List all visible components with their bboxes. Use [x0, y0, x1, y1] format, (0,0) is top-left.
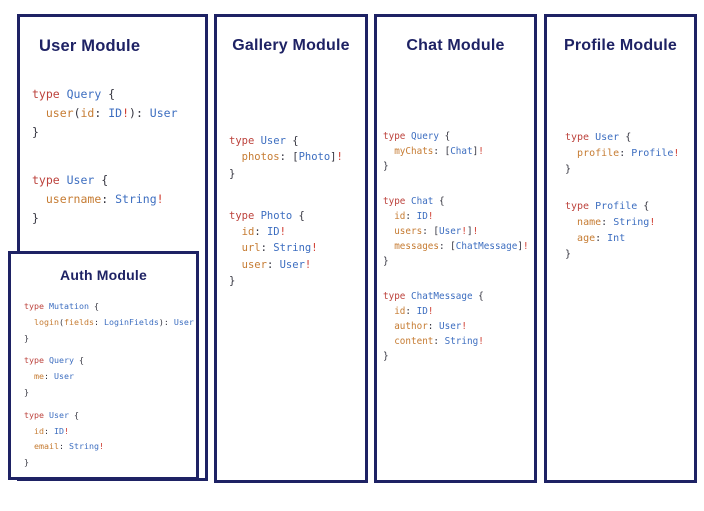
code-block: type Photo { id: ID! url: String! user: …	[229, 208, 365, 289]
code-line: type Photo {	[229, 209, 305, 222]
profile-module-code: type User { profile: Profile!}type Profi…	[547, 130, 694, 263]
code-line: }	[229, 167, 236, 180]
code-line: type Query {	[383, 131, 451, 142]
code-line: type User {	[32, 173, 109, 187]
module-panel-auth: Auth Module type Mutation { login(fields…	[8, 251, 199, 480]
code-line: messages: [ChatMessage]!	[394, 241, 529, 252]
auth-module-title: Auth Module	[60, 267, 147, 283]
code-line: photos: [Photo]!	[241, 151, 343, 164]
code-line: content: String!	[394, 336, 484, 347]
code-line: }	[383, 161, 389, 172]
code-line: type Query {	[32, 87, 116, 101]
gallery-module-code: type User { photos: [Photo]!}type Photo …	[217, 133, 365, 289]
code-line: type User {	[229, 135, 299, 147]
code-line: type Query {	[24, 355, 84, 366]
module-panel-chat: Chat Module type Query { myChats: [Chat]…	[374, 14, 537, 483]
code-line: }	[565, 164, 572, 175]
code-line: }	[24, 457, 29, 468]
code-line: }	[229, 275, 236, 288]
code-line: type User {	[565, 132, 632, 143]
code-block: type Query { myChats: [Chat]!}	[383, 129, 534, 174]
code-line: type ChatMessage {	[383, 291, 484, 302]
module-panel-profile: Profile Module type User { profile: Prof…	[544, 14, 697, 483]
code-line: me: User	[34, 371, 74, 382]
code-line: }	[32, 125, 39, 139]
code-line: age: Int	[577, 233, 626, 244]
code-line: type Chat {	[383, 196, 445, 207]
code-line: type User {	[24, 409, 79, 420]
code-line: }	[32, 211, 39, 225]
code-block: type User { profile: Profile!}	[565, 130, 694, 178]
code-block: type User { photos: [Photo]!}	[229, 133, 365, 182]
code-line: author: User!	[394, 321, 467, 332]
code-line: }	[24, 332, 29, 343]
code-block: type Query { me: User}	[24, 353, 196, 400]
chat-module-title: Chat Module	[406, 37, 505, 54]
profile-module-title: Profile Module	[563, 37, 678, 54]
code-line: name: String!	[577, 217, 656, 228]
module-panel-gallery: Gallery Module type User { photos: [Phot…	[214, 14, 368, 483]
code-line: profile: Profile!	[577, 148, 680, 159]
code-line: id: ID!	[34, 425, 69, 436]
code-line: myChats: [Chat]!	[394, 146, 484, 157]
chat-module-code: type Query { myChats: [Chat]!}type Chat …	[377, 129, 534, 364]
code-line: }	[383, 351, 389, 362]
user-module-code: type Query { user(id: ID!): User}type Us…	[20, 85, 205, 228]
code-line: username: String!	[45, 192, 164, 206]
code-line: }	[565, 249, 572, 260]
code-block: type Query { user(id: ID!): User}	[32, 85, 205, 142]
code-line: id: ID!	[394, 211, 434, 222]
code-line: user(id: ID!): User	[45, 106, 178, 120]
code-line: id: ID!	[241, 226, 286, 239]
code-line: type Mutation {	[24, 301, 99, 311]
user-module-title: User Module	[39, 37, 141, 55]
code-line: users: [User!]!	[394, 226, 479, 237]
code-block: type ChatMessage { id: ID! author: User!…	[383, 289, 534, 364]
code-line: }	[383, 256, 389, 267]
code-block: type Mutation { login(fields: LoginField…	[24, 299, 196, 346]
auth-module-code: type Mutation { login(fields: LoginField…	[11, 299, 196, 471]
code-line: id: ID!	[394, 306, 434, 317]
code-line: type Profile {	[565, 201, 650, 212]
code-line: user: User!	[241, 258, 312, 271]
code-line: url: String!	[241, 242, 318, 255]
code-line: email: String!	[34, 441, 104, 452]
code-block: type User { username: String!}	[32, 171, 205, 228]
code-block: type Profile { name: String! age: Int}	[565, 199, 694, 263]
code-line: }	[24, 386, 29, 397]
code-block: type User { id: ID! email: String!}	[24, 408, 196, 471]
code-line: login(fields: LoginFields): User	[34, 316, 194, 327]
code-block: type Chat { id: ID! users: [User!]! mess…	[383, 194, 534, 269]
gallery-module-title: Gallery Module	[232, 37, 350, 54]
